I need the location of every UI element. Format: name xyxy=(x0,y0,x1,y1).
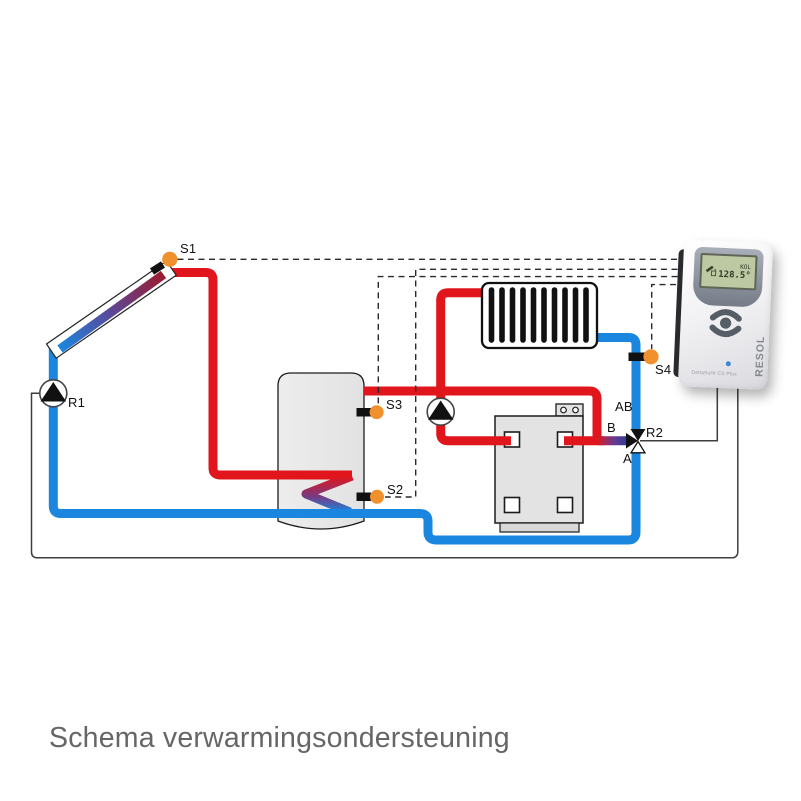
label-s3: S3 xyxy=(386,397,403,412)
valve-r2 xyxy=(626,429,647,454)
boiler xyxy=(494,403,584,533)
controller-brand: RESOL xyxy=(753,335,768,377)
controller-display-panel: KOL 128.5° xyxy=(692,246,764,308)
tank-coil xyxy=(301,471,354,517)
lcd-line2: 128.5° xyxy=(717,269,751,282)
controller-body: KOL 128.5° RESOL DeltaSol® CS Plus xyxy=(677,239,774,390)
label-r2: R2 xyxy=(646,425,664,440)
pump-r1 xyxy=(38,378,68,408)
sensor-bus xyxy=(177,258,688,498)
pump-heating xyxy=(426,397,456,427)
label-r1: R1 xyxy=(68,395,86,410)
controller-led xyxy=(725,361,731,367)
boiler-vent xyxy=(560,406,567,414)
boiler-vent xyxy=(572,406,579,414)
controller-wires xyxy=(30,383,739,559)
label-s2: S2 xyxy=(387,482,404,497)
boiler-connections xyxy=(436,421,626,446)
label-valve-b: B xyxy=(607,420,616,435)
label-valve-a: A xyxy=(623,451,632,466)
label-s1: S1 xyxy=(180,241,197,256)
collector-sensor-pocket xyxy=(149,261,166,275)
sensor-s1-dot xyxy=(162,251,178,267)
sensors xyxy=(162,251,659,504)
sensor-s2-dot xyxy=(370,489,384,504)
solar-pipes xyxy=(48,268,641,545)
lightwheel-button-icon[interactable] xyxy=(703,304,747,342)
sensor-s4-dot xyxy=(643,349,659,365)
sensor-s3-dot xyxy=(369,405,384,420)
schema-title: Schema verwarmingsondersteuning xyxy=(49,722,510,754)
storage-tank xyxy=(277,372,365,530)
solar-controller: KOL 128.5° RESOL DeltaSol® CS Plus xyxy=(673,239,774,390)
lcd-system-icon xyxy=(705,265,717,276)
heating-pipes xyxy=(364,288,641,437)
solar-collector xyxy=(45,260,178,360)
controller-model: DeltaSol® CS Plus xyxy=(691,369,737,378)
label-valve-ab: AB xyxy=(615,399,633,414)
controller-lcd: KOL 128.5° xyxy=(699,252,758,291)
label-s4: S4 xyxy=(655,362,672,377)
radiator xyxy=(480,281,599,350)
